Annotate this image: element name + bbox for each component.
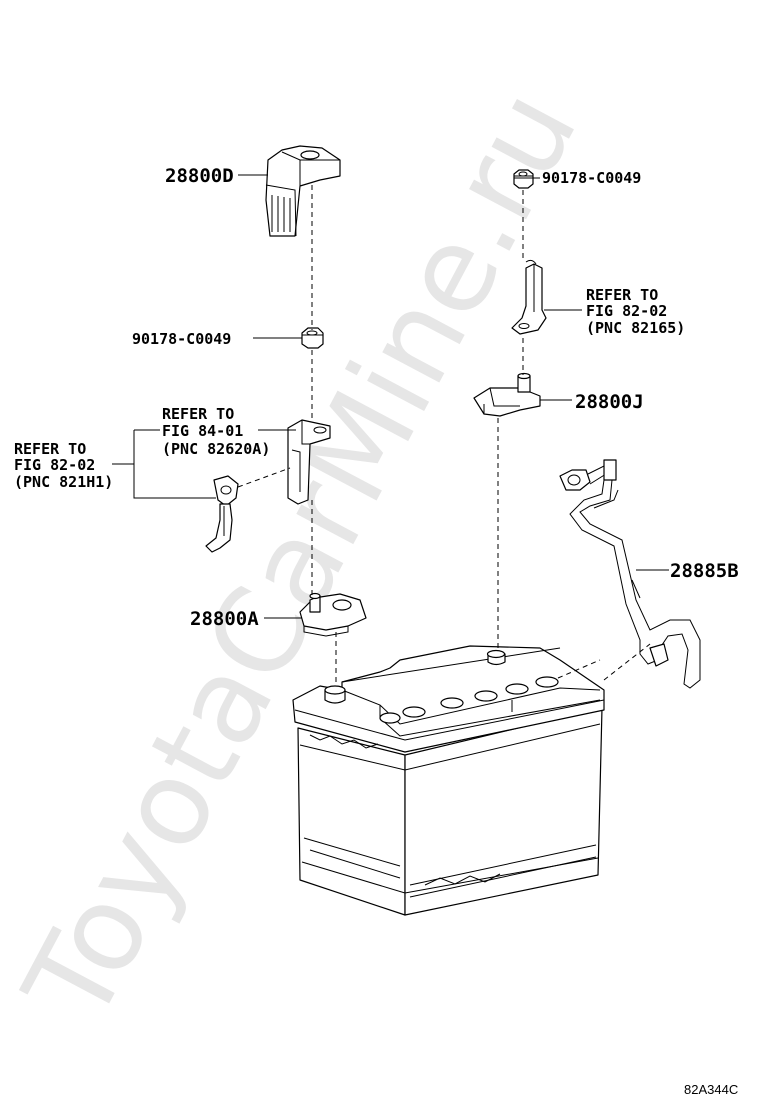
- nut-right[interactable]: [513, 169, 534, 189]
- terminal-28800j[interactable]: [473, 372, 541, 417]
- terminal-cover-28800d[interactable]: [265, 145, 341, 237]
- refer-left-line1[interactable]: REFER TO: [14, 440, 86, 458]
- bracket-right: [511, 259, 547, 335]
- refer-mid-line2[interactable]: FIG 84-01: [162, 422, 243, 440]
- label-90178-top[interactable]: 90178-C0049: [542, 169, 641, 187]
- refer-left-line3[interactable]: (PNC 821H1): [14, 473, 113, 491]
- wire-lug-left: [205, 475, 239, 553]
- label-28800d[interactable]: 28800D: [165, 165, 234, 187]
- label-28885b[interactable]: 28885B: [670, 560, 739, 582]
- label-28800a[interactable]: 28800A: [190, 608, 259, 630]
- label-90178-left[interactable]: 90178-C0049: [132, 330, 231, 348]
- battery: [292, 645, 605, 916]
- refer-right-line1[interactable]: REFER TO: [586, 286, 658, 304]
- figure-code: 82A344C: [684, 1082, 738, 1097]
- cable-28885b[interactable]: [559, 459, 701, 689]
- label-28800j[interactable]: 28800J: [575, 391, 644, 413]
- terminal-clamp-28800a[interactable]: [299, 592, 367, 637]
- refer-left-line2[interactable]: FIG 82-02: [14, 456, 95, 474]
- watermark: ToyotaCarMine.ru: [0, 68, 604, 1044]
- refer-right-line2[interactable]: FIG 82-02: [586, 302, 667, 320]
- nut-left[interactable]: [301, 327, 324, 349]
- bracket-mid: [287, 419, 331, 505]
- refer-mid-line3[interactable]: (PNC 82620A): [162, 440, 270, 458]
- refer-right-line3[interactable]: (PNC 82165): [586, 319, 685, 337]
- refer-mid-line1[interactable]: REFER TO: [162, 405, 234, 423]
